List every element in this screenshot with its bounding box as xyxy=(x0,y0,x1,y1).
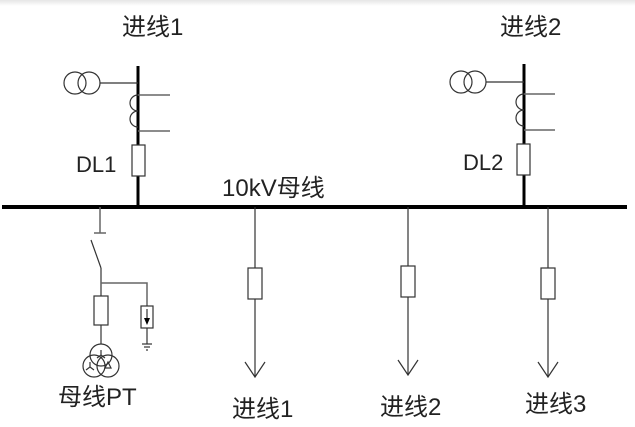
outgoing-2-arrow-icon xyxy=(397,359,419,377)
bus-pt-branch: 母线PT xyxy=(58,207,154,411)
outgoing-3-breaker-icon xyxy=(540,267,556,300)
incoming-1-title: 进线1 xyxy=(122,14,183,41)
busbar-label: 10kV母线 xyxy=(222,175,325,202)
breaker-dl2-icon xyxy=(516,143,531,176)
current-transformer-icon xyxy=(515,93,555,131)
incoming-feeder-2: 进线2 DL2 xyxy=(449,14,561,207)
breaker-dl2-label: DL2 xyxy=(463,150,503,175)
outgoing-feeder-2: 进线2 xyxy=(380,207,441,421)
outgoing-2-breaker-icon xyxy=(400,265,416,298)
incoming-2-title: 进线2 xyxy=(500,14,561,41)
outgoing-feeder-1: 进线1 xyxy=(232,207,293,423)
top-shade xyxy=(0,0,635,6)
breaker-dl1-icon xyxy=(131,144,146,177)
current-transformer-icon xyxy=(129,94,170,132)
outgoing-1-label: 进线1 xyxy=(232,396,293,423)
disconnector-blade-icon xyxy=(90,239,102,269)
outgoing-1-arrow-icon xyxy=(244,361,266,379)
incoming-feeder-1: 进线1 DL1 xyxy=(63,14,183,207)
arrester-icon xyxy=(140,305,154,344)
ground-icon xyxy=(142,343,152,351)
voltage-transformer-icon xyxy=(63,71,138,95)
outgoing-feeder-3: 进线3 xyxy=(525,207,586,418)
three-winding-pt-icon xyxy=(82,343,120,378)
outgoing-3-label: 进线3 xyxy=(525,391,586,418)
outgoing-2-label: 进线2 xyxy=(380,394,441,421)
voltage-transformer-icon xyxy=(449,70,524,94)
outgoing-1-breaker-icon xyxy=(247,267,263,300)
fuse-icon xyxy=(93,295,109,326)
breaker-dl1-label: DL1 xyxy=(76,152,116,177)
arrester-branch-line xyxy=(101,282,148,306)
outgoing-3-arrow-icon xyxy=(537,361,559,379)
bus-pt-label: 母线PT xyxy=(58,384,137,411)
